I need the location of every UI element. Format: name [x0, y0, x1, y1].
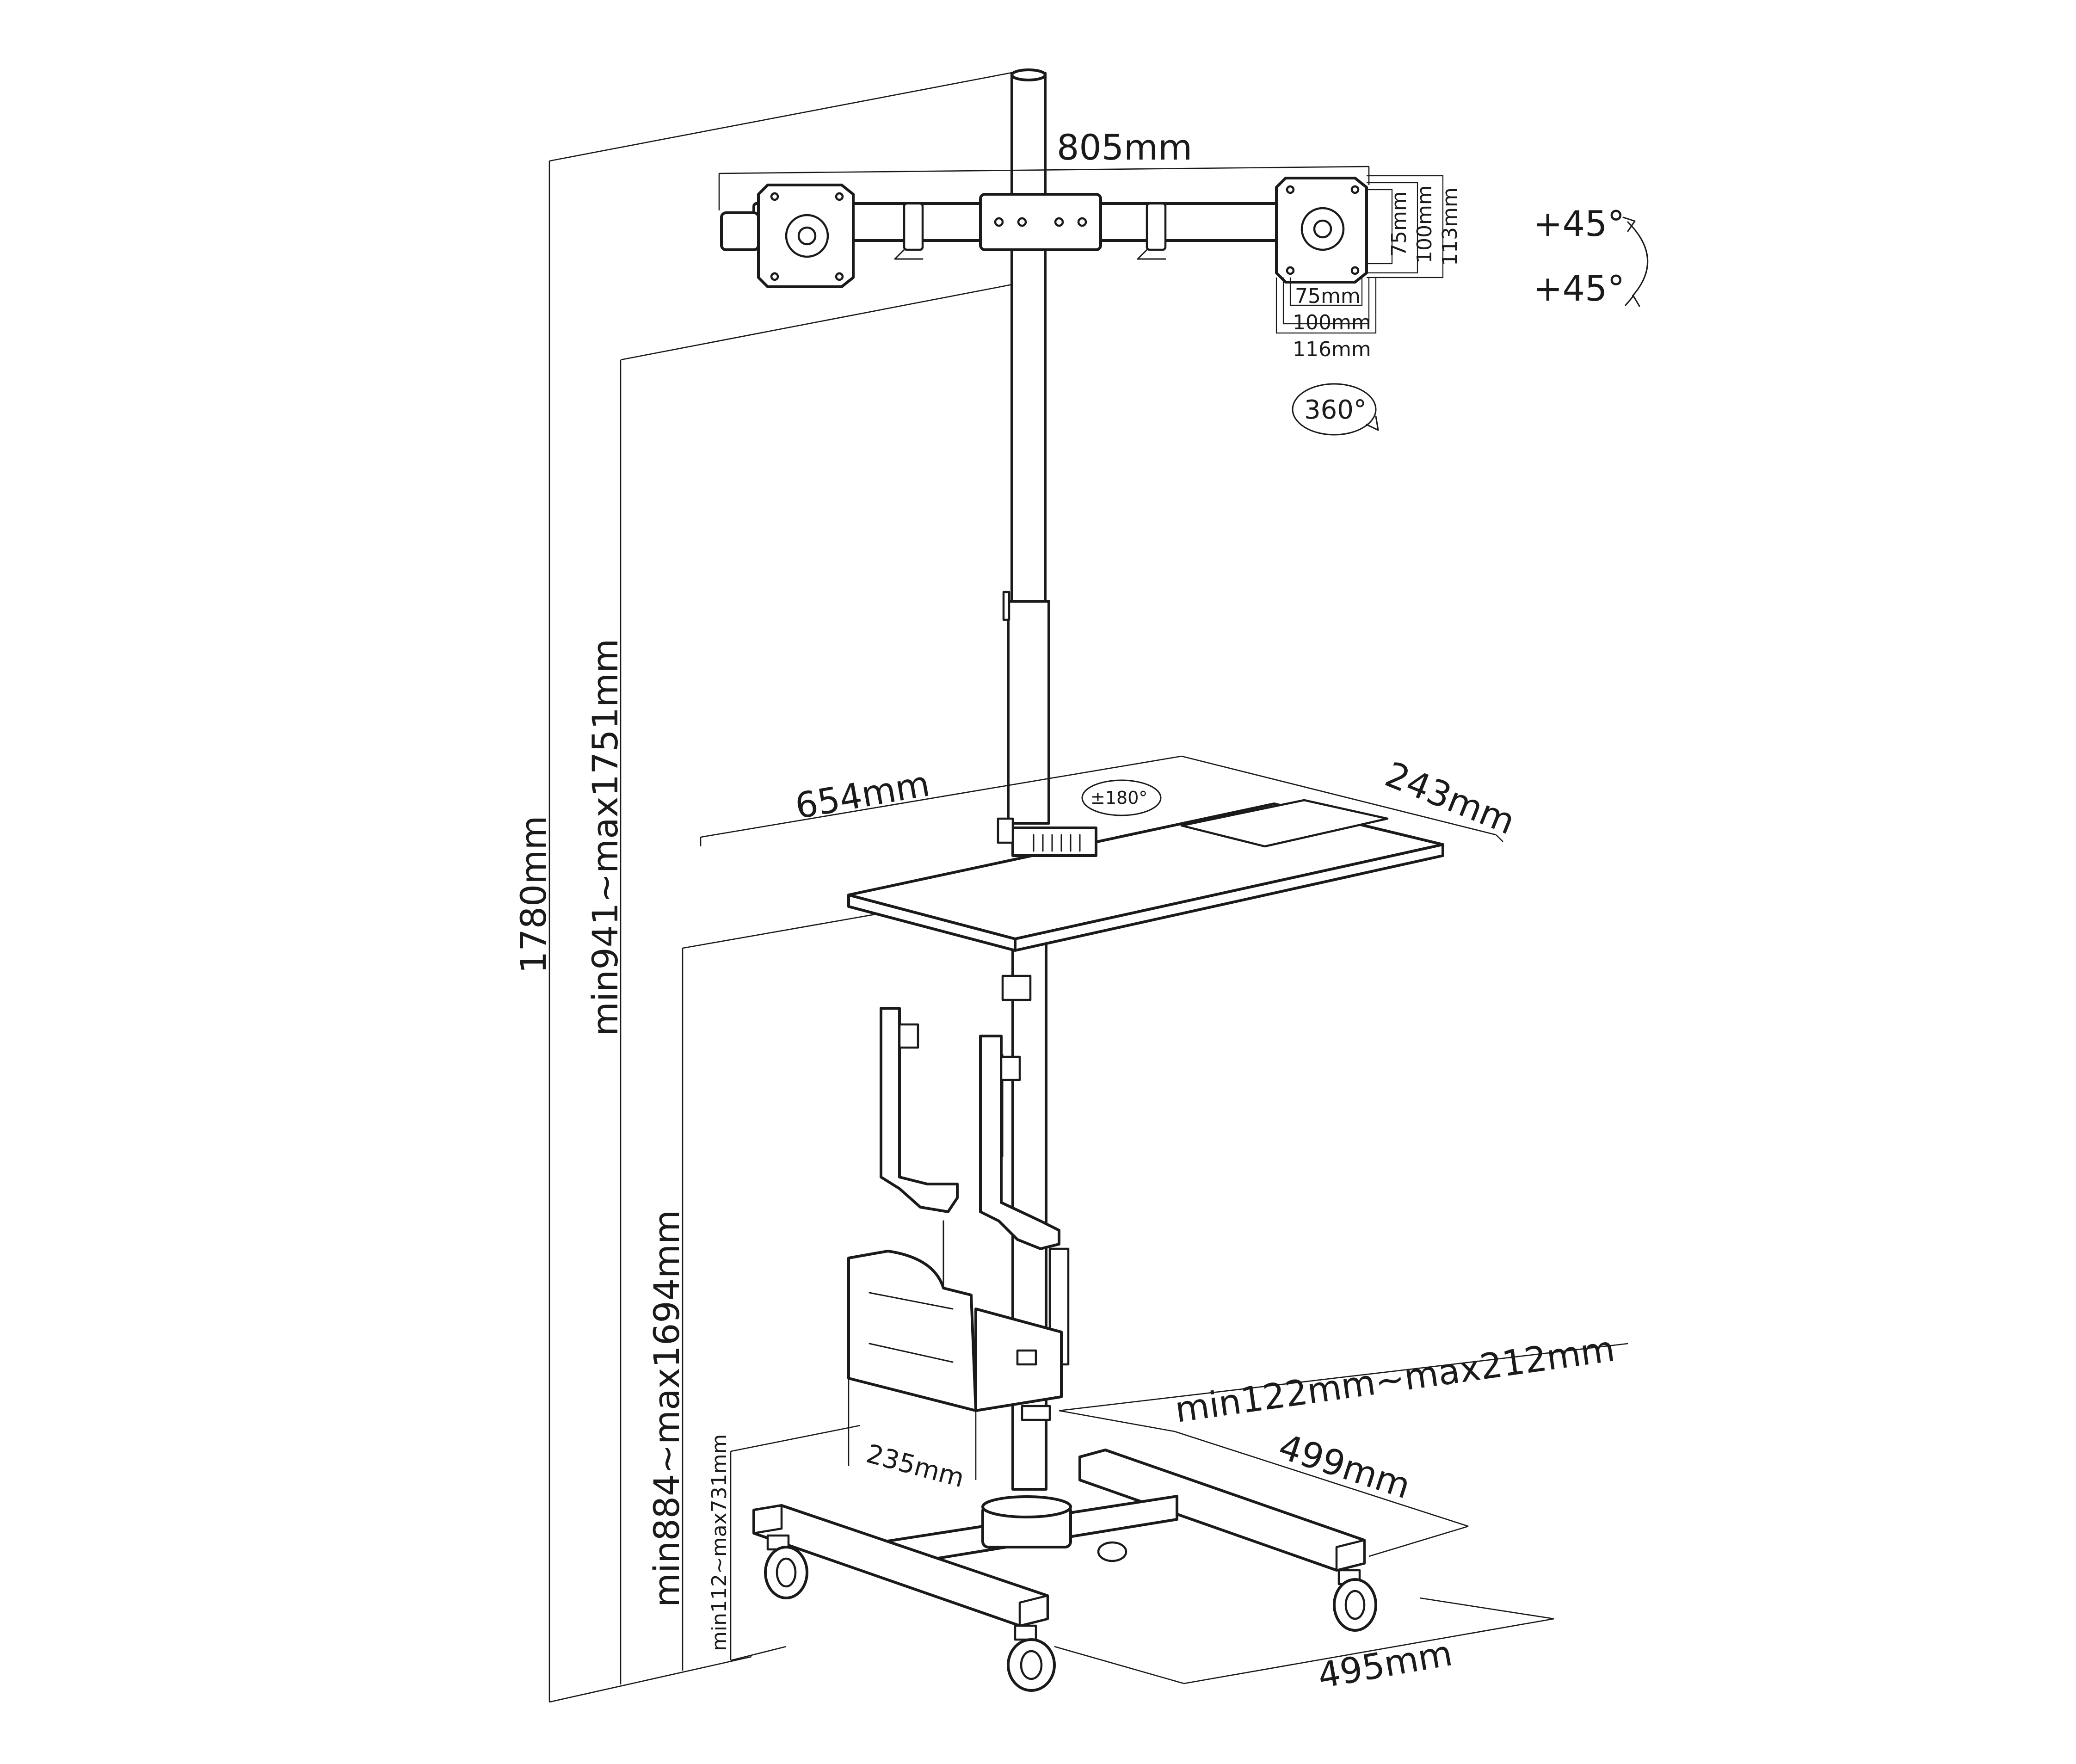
arm-height-top-line	[620, 282, 1020, 361]
total-height-top-line	[549, 68, 1029, 162]
rotation-label: 360°	[1304, 395, 1367, 425]
vesa-v1-label: 75mm	[1387, 191, 1411, 257]
tray-width-label: 654mm	[792, 763, 933, 827]
vesa-v2-label: 100mm	[1413, 185, 1436, 264]
base-width-label: 495mm	[1315, 1632, 1455, 1696]
cpu-depth-label: 235mm	[863, 1439, 967, 1494]
floor-line	[730, 1646, 787, 1661]
tray-depth-label: 243mm	[1380, 753, 1521, 842]
caster-wheel-icon	[764, 1534, 808, 1599]
caster-wheel-icon	[1333, 1569, 1377, 1632]
total-height-bottom-line	[549, 1656, 752, 1703]
total-height-label: 1780mm	[513, 816, 554, 974]
cpu-width-range-label: min122mm~max212mm	[1172, 1328, 1617, 1431]
vesa-v3-label: 113mm	[1438, 187, 1462, 266]
caster-wheel-icon	[1007, 1624, 1056, 1692]
vesa-h2-label: 100mm	[1293, 311, 1371, 334]
tilt-arrow-icon	[1622, 216, 1649, 307]
arm-width-label: 805mm	[1057, 127, 1192, 168]
tray-height-range-label: min884~max1694mm	[646, 1210, 687, 1607]
vesa-h3-label: 116mm	[1293, 338, 1371, 361]
tilt-up-label: +45°	[1533, 203, 1625, 244]
cpu-holder-height-top-line	[730, 1425, 861, 1452]
wheeled-base	[752, 1343, 1628, 1692]
vesa-dimension-boxes	[1275, 175, 1444, 334]
tray-swivel-label: ±180°	[1090, 788, 1147, 808]
caster-wheel-icon	[1097, 1541, 1127, 1562]
dual-monitor-arm	[718, 166, 1370, 288]
keyboard-tray	[700, 755, 1503, 952]
rotation-360-icon	[1292, 383, 1379, 436]
arm-height-range-label: min941~max1751mm	[585, 639, 626, 1036]
cpu-holder	[847, 1007, 1070, 1480]
vesa-h1-label: 75mm	[1295, 284, 1361, 308]
base-length-label: 499mm	[1274, 1425, 1415, 1506]
cpu-holder-height-label: min112~max731mm	[708, 1434, 731, 1651]
tilt-down-label: +45°	[1533, 268, 1625, 309]
